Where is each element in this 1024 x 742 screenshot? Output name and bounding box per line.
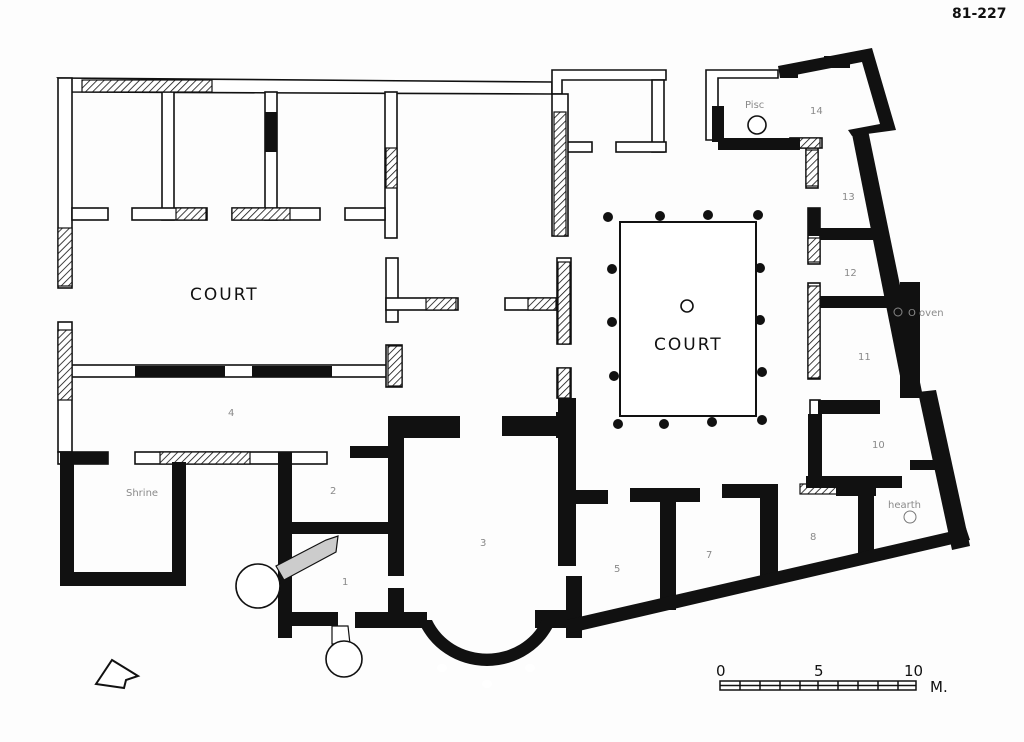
room-number: 10 [872,440,885,451]
hearth-label: hearth [888,500,921,511]
room-number: 5 [614,564,620,575]
room-number: 8 [810,532,816,543]
room-number: 14 [810,106,823,117]
court-label-east: COURT [654,335,723,355]
room-number: 3 [480,538,486,549]
shrine-label: Shrine [126,488,158,499]
room-number: 12 [844,268,857,279]
scale-tick-5: 5 [814,662,824,680]
catalog-number: 81-227 [952,6,1007,22]
piscina [747,115,767,135]
solid-walls [60,48,970,638]
room-number: 1 [342,577,348,588]
scale-unit: M. [930,678,948,696]
well [680,299,694,313]
scale-tick-0: 0 [716,662,726,680]
room-number: 7 [706,550,712,561]
court-label-west: COURT [190,285,259,305]
hearth-symbol [903,510,917,524]
peristyle [603,210,767,429]
room-number: 2 [330,486,336,497]
north-arrow-icon [94,658,141,690]
room-number: 11 [858,352,871,363]
drains [235,535,363,678]
oven-symbol [893,307,903,317]
oven-label: O oven [908,308,944,319]
scale-bar: 0 5 10 M. [716,662,948,696]
hatched-walls [57,79,839,495]
apse-openings [437,664,535,688]
room-number: 4 [228,408,234,419]
pisc-label: Pisc [745,100,764,111]
apse [418,620,556,666]
scale-tick-10: 10 [904,662,923,680]
room-number: 13 [842,192,855,203]
room-numbers: 1 2 3 4 5 7 8 10 11 12 13 14 [228,106,885,588]
columns [603,210,767,429]
